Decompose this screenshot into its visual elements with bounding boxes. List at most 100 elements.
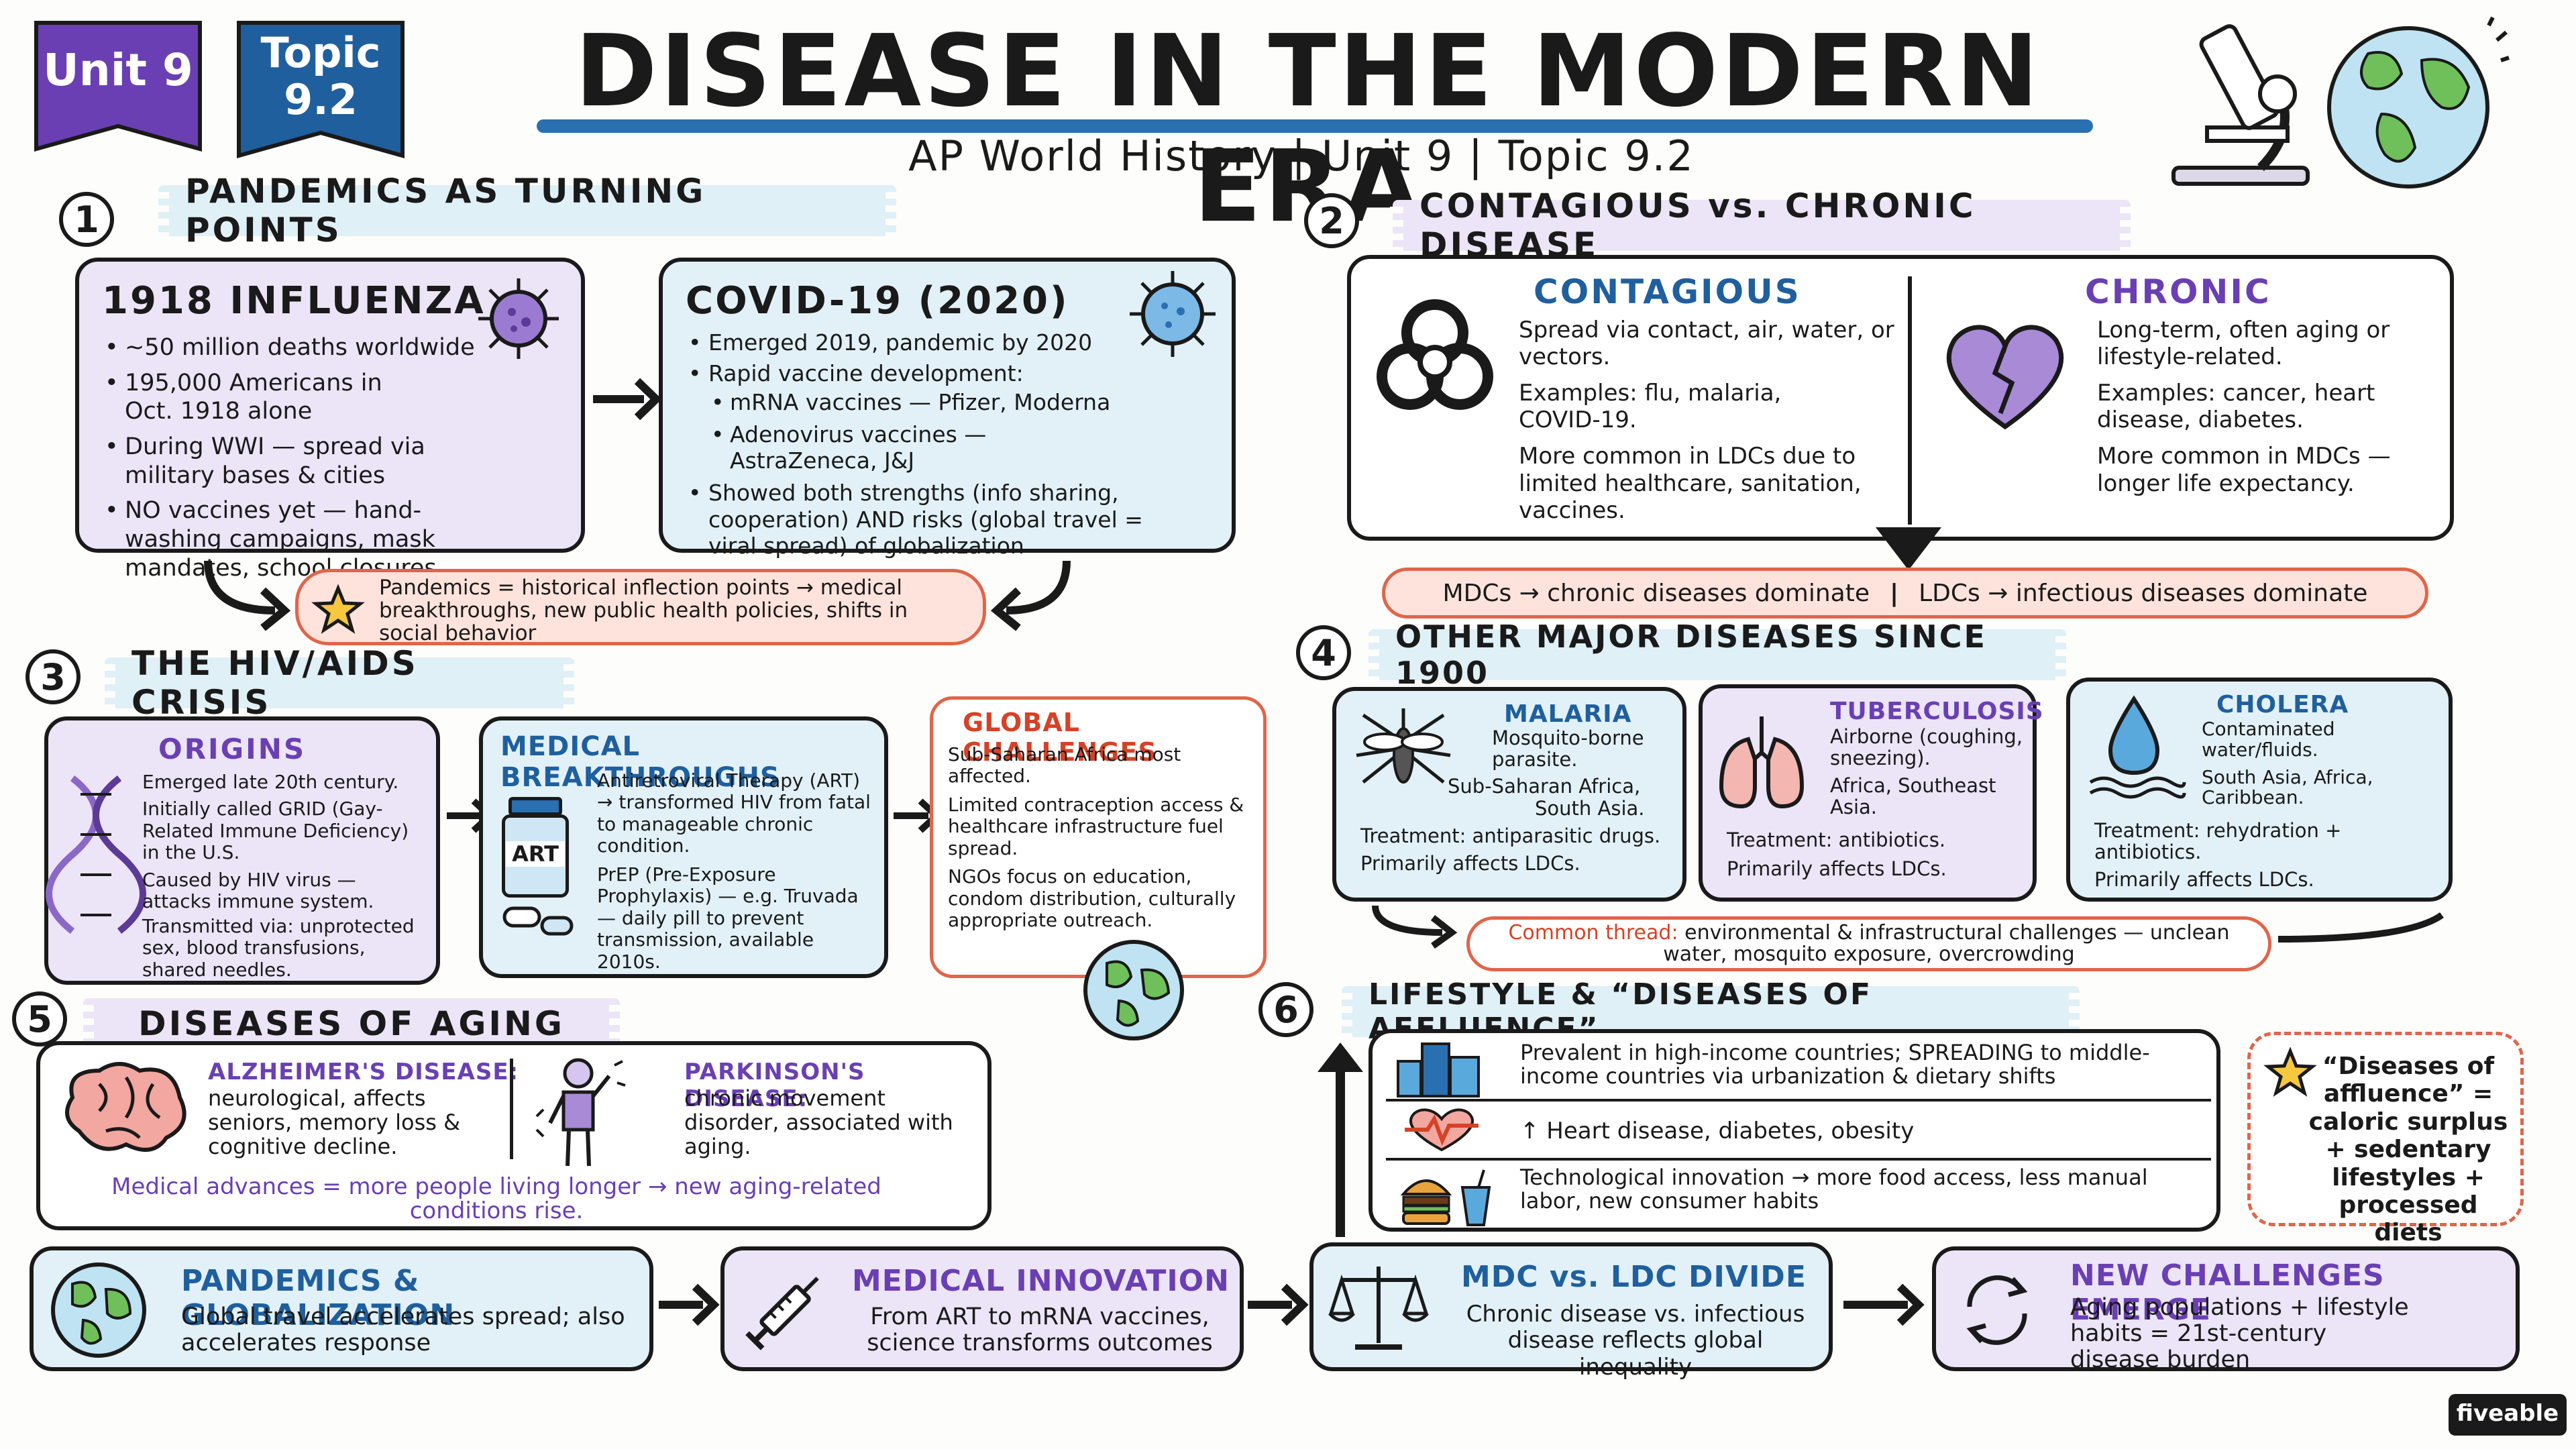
section2-number: 2 [1304,193,1359,248]
challenges-p2: Limited contraception access & healthcar… [948,793,1244,859]
summary-left: MDCs → chronic diseases dominate [1442,579,1870,607]
list-item: During WWI — spread via military bases &… [102,433,451,490]
tb-body-top: Airborne (coughing, sneezing). Africa, S… [1830,726,2031,818]
scales-icon [1328,1267,1429,1350]
challenges-p3: NGOs focus on education, condom distribu… [948,865,1236,932]
common-thread-text: environmental & infrastructural challeng… [1663,921,2230,966]
origins-p4: Transmitted via: unprotected sex, blood … [142,914,415,981]
chronic-p3: More common in MDCs — longer life expect… [2097,443,2391,497]
cholera-body-bottom: Treatment: rehydration + antibiotics. Pr… [2094,819,2430,891]
mosquito-icon [1356,708,1451,784]
list-item: 195,000 Americans in Oct. 1918 alone [102,369,417,426]
section4-number: 4 [1296,625,1351,680]
footer-new-challenges: NEW CHALLENGES EMERGE Aging populations … [1932,1246,2520,1374]
covid-bullets-2: Showed both strengths (info sharing, coo… [686,480,1209,559]
challenges-title: GLOBAL CHALLENGES [963,708,1157,767]
pandemics-note: Pandemics = historical inflection points… [295,569,986,645]
thread-arrow-left [1372,905,1458,949]
page-subtitle: AP World History | Unit 9 | Topic 9.2 [908,131,1695,180]
footer1-text: Global travel accelerates spread; also a… [181,1303,625,1357]
cholera-p4: Primarily affects LDCs. [2094,867,2314,891]
footer3-title: MDC vs. LDC DIVIDE [1461,1260,1807,1294]
origins-card: ORIGINS Emerged late 20th century. Initi… [44,716,440,985]
section3-title: THE HIV/AIDS CRISIS [102,644,577,722]
breakthroughs-card: MEDICAL BREAKTHROUGHS ART Antiretroviral… [479,716,888,978]
topic-badge: Topic 9.2 [235,19,407,160]
breakthroughs-p2: PrEP (Pre-Exposure Prophylaxis) — e.g. T… [597,863,859,973]
aging-card: ALZHEIMER'S DISEASE: neurological, affec… [36,1041,991,1230]
topic-badge-line1: Topic [260,28,381,77]
section5-title: DISEASES OF AGING [80,998,623,1049]
footer2-text: From ART to mRNA vaccines, science trans… [867,1303,1213,1357]
biohazard-icon [1377,299,1493,410]
origins-p1: Emerged late 20th century. [142,771,399,793]
origins-p3: Caused by HIV virus — attacks immune sys… [142,868,374,913]
chronic-p2: Examples: cancer, heart disease, diabete… [2097,380,2375,434]
cholera-p3: Treatment: rehydration + antibiotics. [2094,819,2342,864]
parkinsons-title: PARKINSON'S DISEASE: [684,1059,865,1112]
coronavirus-icon [1130,271,1216,357]
pill-bottle-label: ART [506,841,565,867]
lungs-icon [1719,716,1805,809]
summary-divider: | [1889,579,1899,607]
list-item: Showed both strengths (info sharing, coo… [686,480,1182,559]
malaria-p4: Primarily affects LDCs. [1360,852,1580,875]
breakthroughs-p1: Antiretroviral Therapy (ART) → transform… [597,769,871,857]
covid-title: COVID-19 (2020) [686,279,1069,323]
globe-icon [2308,13,2510,195]
pandemics-note-text: Pandemics = historical inflection points… [379,576,908,646]
water-drop-icon [2089,695,2186,799]
chronic-p1: Long-term, often aging or lifestyle-rela… [2097,317,2390,371]
section2-title: CONTAGIOUS vs. CHRONIC DISEASE [1390,186,2133,264]
footer-arrow-2 [1248,1283,1309,1326]
malaria-title: MALARIA [1504,700,1632,728]
up-arrow [1318,1042,1363,1237]
lifestyle-row2: ↑ Heart disease, diabetes, obesity [1520,1118,1915,1144]
broken-heart-icon [1946,325,2064,430]
tb-p1: Airborne (coughing, sneezing). [1830,725,2023,770]
covid-bullets: Emerged 2019, pandemic by 2020 Rapid vac… [686,329,1209,386]
influenza-card: 1918 INFLUENZA ~50 million deaths worldw… [75,258,585,582]
tb-card: TUBERCULOSIS Airborne (coughing, sneezin… [1699,684,2043,902]
common-thread-label: Common thread: [1508,921,1678,945]
contagious-title: CONTAGIOUS [1534,272,1801,311]
malaria-card: MALARIA Mosquito-borne parasite. Sub-Sah… [1332,687,1686,902]
arrow-influenza-to-covid [593,378,662,421]
city-buildings-icon [1397,1042,1480,1097]
tb-p2: Africa, Southeast Asia. [1830,773,1996,819]
list-item: ~50 million deaths worldwide [102,333,558,362]
chronic-body: Long-term, often aging or lifestyle-rela… [2097,317,2432,497]
footer-arrow-1 [659,1283,720,1326]
challenges-body: Sub-Saharan Africa most affected. Limite… [948,743,1256,932]
contagious-body: Spread via contact, air, water, or vecto… [1519,317,1894,524]
challenges-card: GLOBAL CHALLENGES Sub-Saharan Africa mos… [930,696,1267,978]
row-divider-1 [1386,1099,2211,1102]
covid-sub-bullets: mRNA vaccines — Pfizer, Moderna Adenovir… [708,389,1209,474]
section1-title: PANDEMICS AS TURNING POINTS [156,172,899,250]
card-divider [1908,276,1912,525]
list-item: Adenovirus vaccines — AstraZeneca, J&J [708,421,1044,474]
footer2-title: MEDICAL INNOVATION [852,1264,1230,1298]
footer4-title: NEW CHALLENGES EMERGE [2070,1258,2385,1327]
common-thread-note: Common thread: environmental & infrastru… [1466,916,2271,971]
chronic-title: CHRONIC [2085,272,2271,311]
footer4-text: Aging populations + lifestyle habits = 2… [2070,1294,2409,1374]
section6-number: 6 [1258,982,1313,1037]
contagious-p3: More common in LDCs due to limited healt… [1519,443,1862,524]
cholera-p1: Contaminated water/fluids. [2202,718,2335,761]
malaria-body: Sub-Saharan Africa, South Asia. Treatmen… [1360,775,1676,875]
alzheimers-title: ALZHEIMER'S DISEASE: [208,1059,519,1085]
dna-icon [46,775,146,934]
tb-p4: Primarily affects LDCs. [1727,857,1947,881]
origins-title: ORIGINS [158,733,307,765]
brain-icon [65,1062,186,1152]
thread-line-right [2277,912,2444,943]
topic-badge-line2: 9.2 [284,75,358,124]
cholera-body-top: Contaminated water/fluids. South Asia, A… [2202,718,2430,808]
contagious-chronic-card: CONTAGIOUS Spread via contact, air, wate… [1347,255,2454,541]
curved-arrow-right [990,560,1071,631]
brand-logo-text: fiveable [2456,1400,2559,1427]
pills-icon [502,906,574,936]
covid-card: COVID-19 (2020) Emerged 2019, pandemic b… [659,258,1236,559]
contagious-p1: Spread via contact, air, water, or vecto… [1519,317,1894,371]
